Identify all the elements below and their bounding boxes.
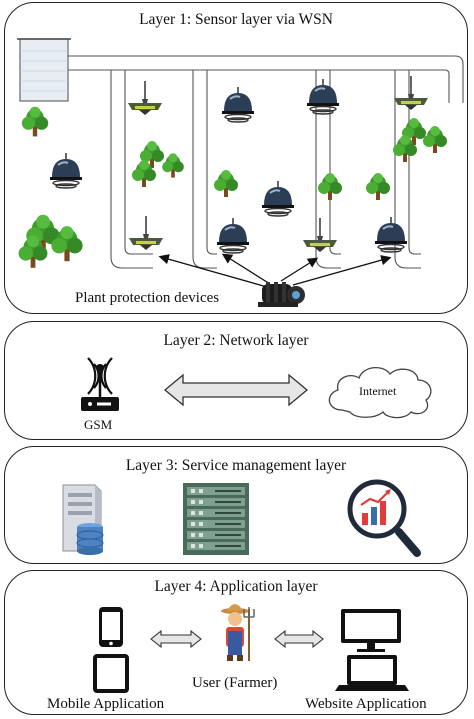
irrigation-pipes — [68, 55, 464, 269]
bidirectional-arrow-right — [274, 629, 324, 649]
bidirectional-arrow-left — [150, 629, 202, 649]
sensor-layer-panel: Layer 1: Sensor layer via WSN — [4, 2, 468, 314]
analytics-magnifier-icon — [347, 479, 421, 557]
pump-arrows — [158, 253, 392, 288]
service-diagram — [62, 479, 421, 557]
smartphone-icon — [99, 607, 123, 647]
service-management-layer-panel: Layer 3: Service management layer — [4, 446, 468, 564]
application-diagram — [93, 604, 409, 693]
internet-cloud-icon — [328, 367, 432, 419]
sensor-field-diagram — [17, 38, 464, 307]
sensor-device-icon — [49, 75, 429, 254]
application-layer-panel: Layer 4: Application layer — [4, 570, 468, 715]
layer2-title: Layer 2: Network layer — [163, 332, 309, 349]
layer4-title: Layer 4: Application layer — [154, 578, 318, 595]
gsm-router-icon — [81, 357, 119, 411]
layer3-title: Layer 3: Service management layer — [125, 457, 347, 474]
monitor-icon — [341, 609, 401, 652]
water-tank-icon — [17, 38, 71, 102]
mobile-application-label: Mobile Application — [47, 696, 165, 712]
website-application-label: Website Application — [305, 696, 427, 712]
server-icon — [62, 484, 104, 555]
gsm-label: GSM — [84, 417, 113, 432]
farmer-icon — [221, 604, 255, 661]
plant-protection-devices-label: Plant protection devices — [75, 290, 220, 306]
bidirectional-arrow — [163, 373, 309, 407]
internet-label: Internet — [359, 384, 397, 398]
network-layer-panel: Layer 2: Network layer Internet GSM — [4, 321, 468, 440]
user-farmer-label: User (Farmer) — [192, 675, 278, 691]
server-rack-icon — [183, 483, 249, 555]
water-pump-icon — [258, 282, 305, 307]
tablet-icon — [93, 654, 129, 693]
laptop-icon — [335, 655, 409, 691]
layer1-title: Layer 1: Sensor layer via WSN — [139, 11, 333, 28]
network-diagram — [81, 357, 432, 419]
